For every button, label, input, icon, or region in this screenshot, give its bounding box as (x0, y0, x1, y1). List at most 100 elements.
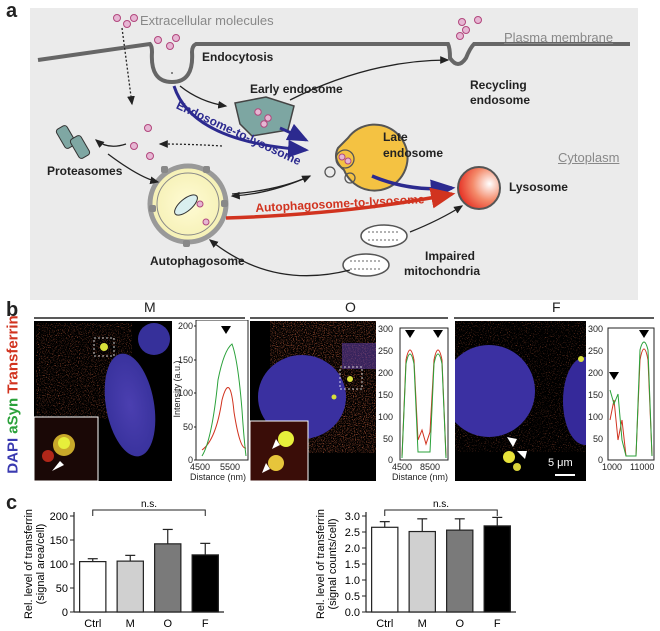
group-title-o: O (345, 299, 356, 315)
y-tick-label: 1.0 (345, 575, 360, 587)
xtick-m-1: 5500 (220, 462, 241, 472)
y-axis-label: (signal area/cell) (35, 524, 47, 605)
bar-ctrl (371, 526, 399, 613)
group-rules (34, 317, 654, 319)
ytick-o-1: 250 (378, 346, 394, 356)
x-tick-label: M (418, 618, 427, 630)
xtick-o-0: 4500 (392, 462, 413, 472)
xtick-f-0: 1000 (602, 462, 623, 472)
y-axis-label: (signal counts/cell) (327, 518, 339, 609)
ytick-o-4: 100 (378, 412, 394, 422)
ytick-o-5: 50 (383, 434, 394, 444)
label-impaired: Impaired (425, 249, 476, 263)
profile-plot-m (194, 320, 249, 461)
profile-plot-f (607, 327, 655, 461)
ytick-o-6: 0 (388, 455, 394, 465)
y-tick-label: 100 (50, 559, 68, 571)
group-title-m: M (144, 299, 156, 315)
label-asyn: aSyn (4, 397, 22, 434)
y-tick-label: 0 (62, 607, 68, 619)
bar-m (408, 530, 436, 613)
bar-f (483, 525, 511, 613)
label-endocytosis: Endocytosis (202, 50, 274, 64)
panel-letter-a: a (6, 0, 18, 22)
diagram-a (30, 8, 638, 300)
significance-bracket (384, 509, 498, 516)
bar-o (154, 543, 182, 613)
y-tick-label: 2.0 (345, 543, 360, 555)
y-axis-label: Rel. level of transferrin (23, 509, 35, 619)
y-tick-label: 2.5 (345, 527, 360, 539)
x-tick-label: Ctrl (84, 618, 101, 630)
bar-o (446, 529, 474, 613)
bar-m (116, 560, 144, 613)
proteasome-icon (55, 125, 91, 159)
lysosome-shape (457, 166, 501, 210)
panel-letter-c: c (6, 492, 18, 514)
y-tick-label: 200 (50, 511, 68, 523)
y-tick-label: 0.5 (345, 591, 360, 603)
y-axis-label: Rel. level of transferrin (315, 509, 327, 619)
ytick-f-4: 100 (588, 412, 604, 422)
profile-plot-o (399, 327, 449, 461)
ytick-m-0: 200 (178, 321, 194, 331)
label-lysosome: Lysosome (509, 180, 568, 194)
bar-ctrl (79, 560, 107, 613)
label-impaired-mitochondria: mitochondria (404, 264, 481, 278)
micrograph-o (250, 321, 376, 481)
label-early-endosome: Early endosome (250, 82, 343, 96)
x-tick-label: F (202, 618, 209, 630)
y-tick-label: 3.0 (345, 511, 360, 523)
xlabel-o: Distance (nm) (392, 472, 449, 482)
ytick-m-1: 150 (178, 355, 194, 365)
plasma-membrane (37, 41, 630, 85)
ytick-f-6: 0 (598, 455, 604, 465)
ytick-f-0: 300 (588, 324, 604, 334)
ytick-f-2: 200 (588, 368, 604, 378)
xtick-m-0: 4500 (190, 462, 211, 472)
cell-background (30, 8, 638, 300)
ytick-m-3: 50 (183, 422, 194, 432)
label-extracellular: Extracellular molecules (140, 13, 274, 28)
x-tick-label: O (455, 618, 464, 630)
ytick-m-2: 100 (178, 388, 194, 398)
micrograph-m (34, 321, 172, 481)
ytick-m-4: 0 (188, 455, 194, 465)
xtick-f-1: 11000 (630, 462, 655, 472)
label-autophagosome: Autophagosome (150, 254, 245, 268)
ylabel-m: Intensity (a.u.) (172, 360, 182, 418)
x-tick-label: F (494, 618, 501, 630)
molecules-icon (113, 14, 482, 160)
y-tick-label: 50 (56, 583, 68, 595)
panel-letter-b: b (6, 299, 19, 321)
micrograph-f (455, 321, 586, 481)
label-transferrin: Transferrin (4, 315, 22, 394)
scale-bar-label: 5 μm (548, 457, 573, 469)
mitochondria-icon (342, 224, 408, 277)
ytick-f-3: 150 (588, 390, 604, 400)
label-cytoplasm: Cytoplasm (558, 150, 620, 165)
ytick-f-5: 50 (593, 434, 604, 444)
y-tick-label: 0.0 (345, 607, 360, 619)
label-dapi: DAPI (4, 437, 22, 474)
label-late: Late (383, 130, 408, 144)
ytick-o-0: 300 (378, 324, 394, 334)
label-recycling: Recycling (470, 78, 527, 92)
label-late-endosome: endosome (383, 146, 444, 160)
significance-label: n.s. (141, 500, 157, 510)
bar-f (191, 554, 219, 613)
x-tick-label: O (163, 618, 172, 630)
significance-bracket (92, 509, 206, 516)
channel-label: DAPI aSyn Transferrin (0, 312, 22, 482)
ytick-o-2: 200 (378, 368, 394, 378)
ytick-o-3: 150 (378, 390, 394, 400)
xlabel-m: Distance (nm) (190, 472, 247, 482)
significance-label: n.s. (433, 500, 449, 510)
y-tick-label: 150 (50, 535, 68, 547)
x-tick-label: Ctrl (376, 618, 393, 630)
label-proteasomes: Proteasomes (47, 164, 123, 178)
xtick-o-1: 8500 (420, 462, 441, 472)
x-tick-label: M (126, 618, 135, 630)
y-tick-label: 1.5 (345, 559, 360, 571)
